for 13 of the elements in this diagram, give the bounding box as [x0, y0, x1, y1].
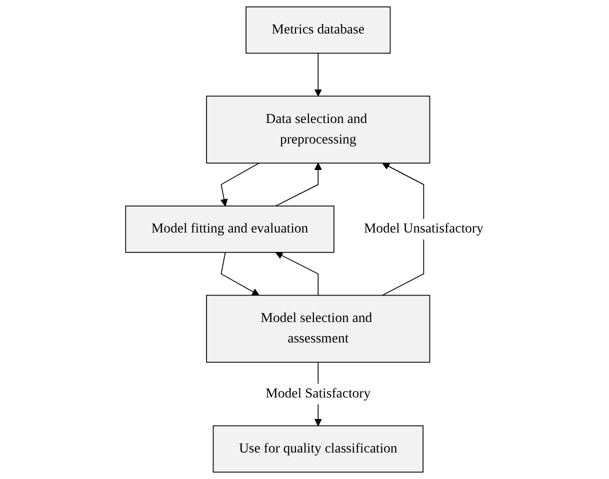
edge-label: Model Unsatisfactory: [364, 221, 484, 236]
arrow: [275, 252, 319, 296]
arrow: [220, 162, 260, 206]
edge-label: Model Satisfactory: [266, 386, 371, 401]
arrow: [220, 252, 260, 296]
arrow: [382, 162, 424, 296]
node-box: Model selection and assessment: [206, 294, 430, 363]
node-box: Model fitting and evaluation: [125, 206, 334, 253]
node-box: Data selection and preprocessing: [206, 96, 430, 164]
arrow: [314, 52, 322, 96]
arrow: [275, 162, 322, 206]
node-box: Use for quality classification: [212, 425, 424, 473]
node-box: Metrics database: [246, 6, 391, 54]
